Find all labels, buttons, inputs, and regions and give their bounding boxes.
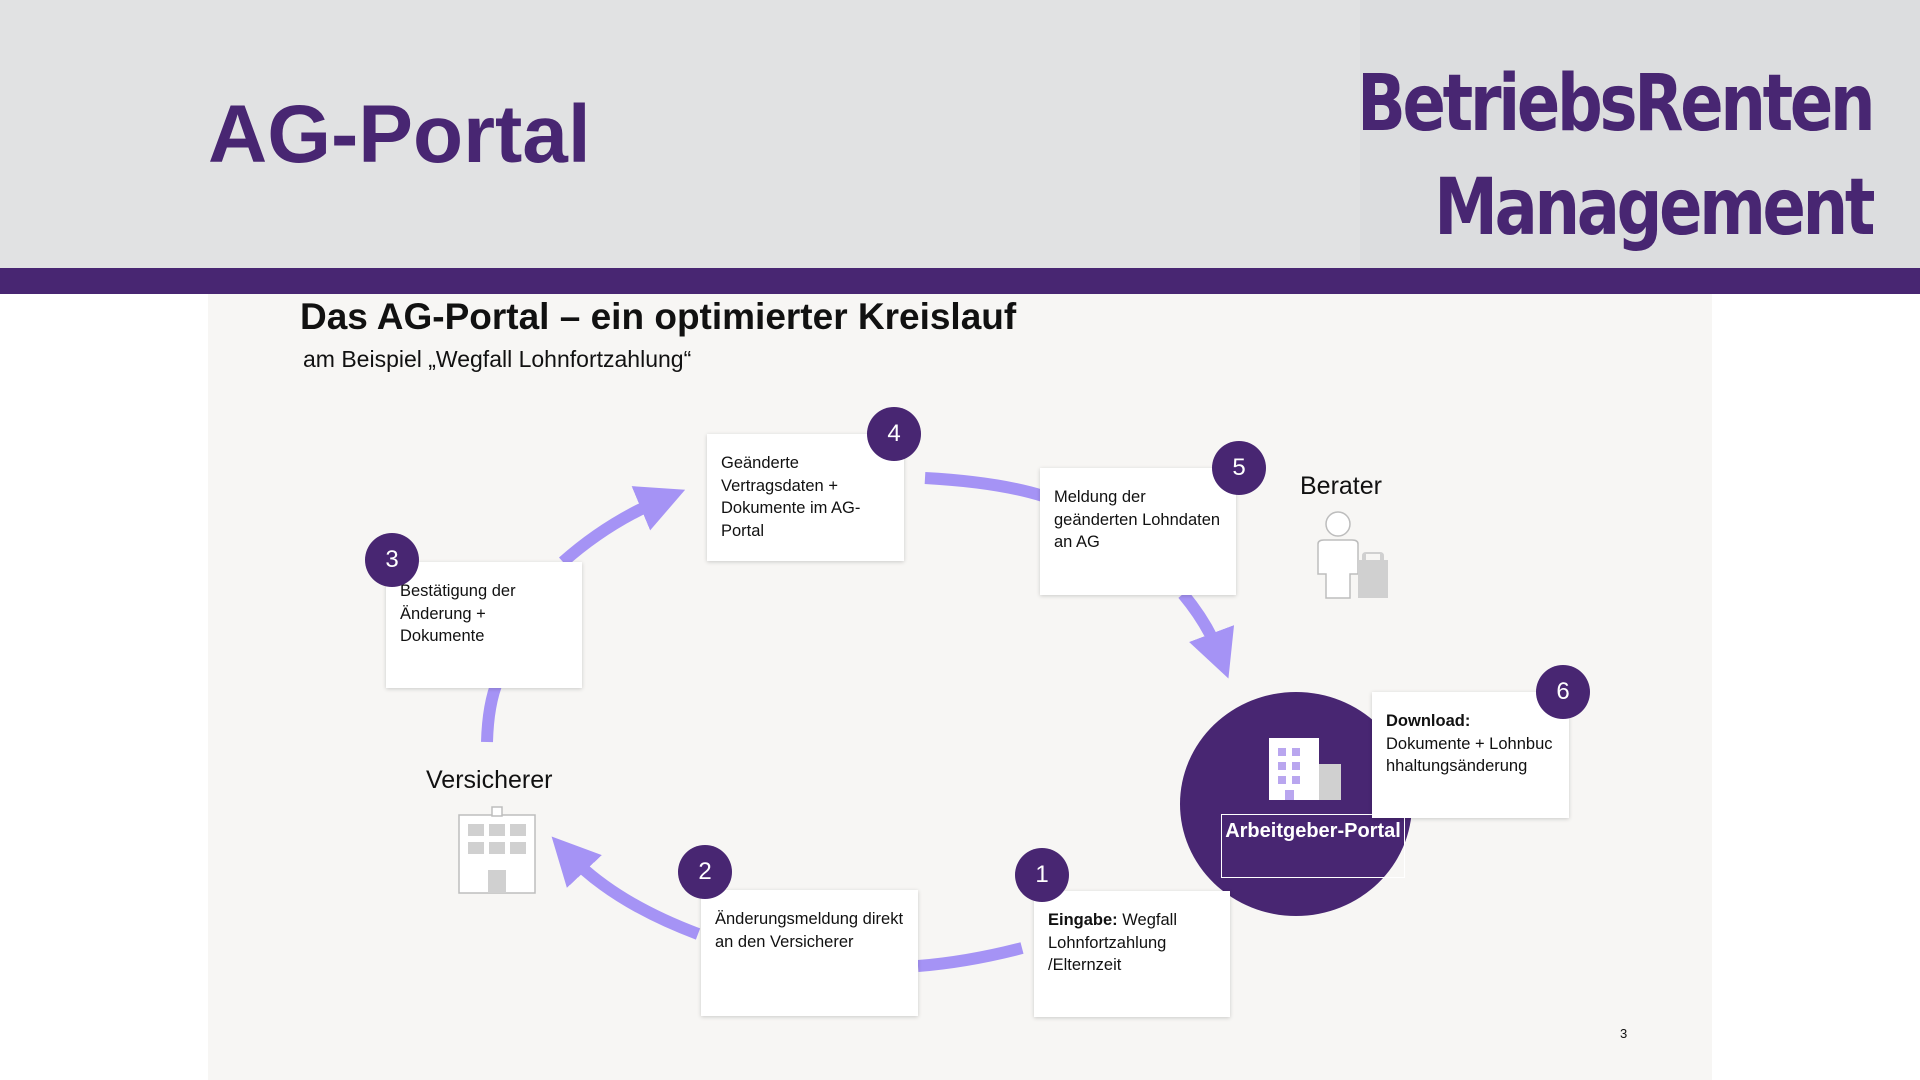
- arrow-4-to-5: [924, 472, 1045, 502]
- arrow-3-to-4: [559, 486, 686, 567]
- arrow-versicherer-to-3: [481, 677, 504, 743]
- step-box-3: Bestätigung der Änderung + Dokumente: [386, 562, 582, 688]
- step-1-text: Wegfall Lohnfortzahlung /Elternzeit: [1048, 911, 1177, 974]
- step-3-text: Bestätigung der Änderung + Dokumente: [400, 582, 516, 645]
- page-title: AG-Portal: [208, 89, 591, 180]
- step-badge-1: 1: [1015, 848, 1069, 902]
- step-badge-4: 4: [867, 407, 921, 461]
- step-box-6: Download: Dokumente + Lohnbuchhaltungsänd…: [1372, 692, 1569, 818]
- brand-line-1: BetriebsRenten: [1356, 59, 1875, 149]
- page-number: 3: [1620, 1026, 1628, 1041]
- step-2-text: Änderungsmeldung direkt an den Versicher…: [715, 910, 904, 951]
- advisor-label: Berater: [1300, 472, 1382, 500]
- office-building-icon: [1269, 738, 1341, 800]
- arrow-1-to-2: [917, 942, 1024, 972]
- slide-title: Das AG-Portal – ein optimierter Kreislau…: [300, 296, 1017, 337]
- building-icon: [458, 806, 536, 894]
- step-box-2: Änderungsmeldung direkt an den Versicher…: [701, 890, 918, 1016]
- step-4-text: Geänderte Vertragsdaten + Dokumente im A…: [721, 454, 861, 540]
- step-badge-6: 6: [1536, 665, 1590, 719]
- step-6-bold: Download:: [1386, 712, 1471, 730]
- step-box-5: Meldung der geänderten Lohndaten an AG: [1040, 468, 1236, 595]
- step-5-text: Meldung der geänderten Lohndaten an AG: [1054, 488, 1221, 551]
- step-badge-3: 3: [365, 533, 419, 587]
- portal-label: Arbeitgeber-Portal: [1221, 814, 1405, 878]
- slide: Das AG-Portal – ein optimierter Kreislau…: [208, 294, 1712, 1080]
- step-box-4: Geänderte Vertragsdaten + Dokumente im A…: [707, 434, 904, 561]
- accent-bar: [0, 268, 1920, 294]
- step-1-bold: Eingabe:: [1048, 911, 1118, 929]
- step-badge-2: 2: [678, 845, 732, 899]
- step-box-1: Eingabe: Wegfall Lohnfortzahlung /Eltern…: [1034, 891, 1230, 1017]
- brand-logo: BetriebsRenten Management: [1356, 52, 1875, 260]
- arrow-2-to-versicherer: [551, 836, 701, 940]
- insurer-label: Versicherer: [426, 766, 553, 794]
- slide-subtitle: am Beispiel „Wegfall Lohnfortzahlung“: [303, 346, 692, 372]
- step-badge-5: 5: [1212, 441, 1266, 495]
- step-6-text: Dokumente + Lohnbuchhaltungsänderung: [1386, 734, 1553, 776]
- brand-line-2: Management: [1433, 163, 1875, 253]
- brand-panel: [1360, 0, 1920, 268]
- arrow-5-to-portal: [1178, 590, 1235, 679]
- cycle-arrows: [481, 472, 1235, 972]
- person-with-briefcase-icon: [1317, 511, 1388, 599]
